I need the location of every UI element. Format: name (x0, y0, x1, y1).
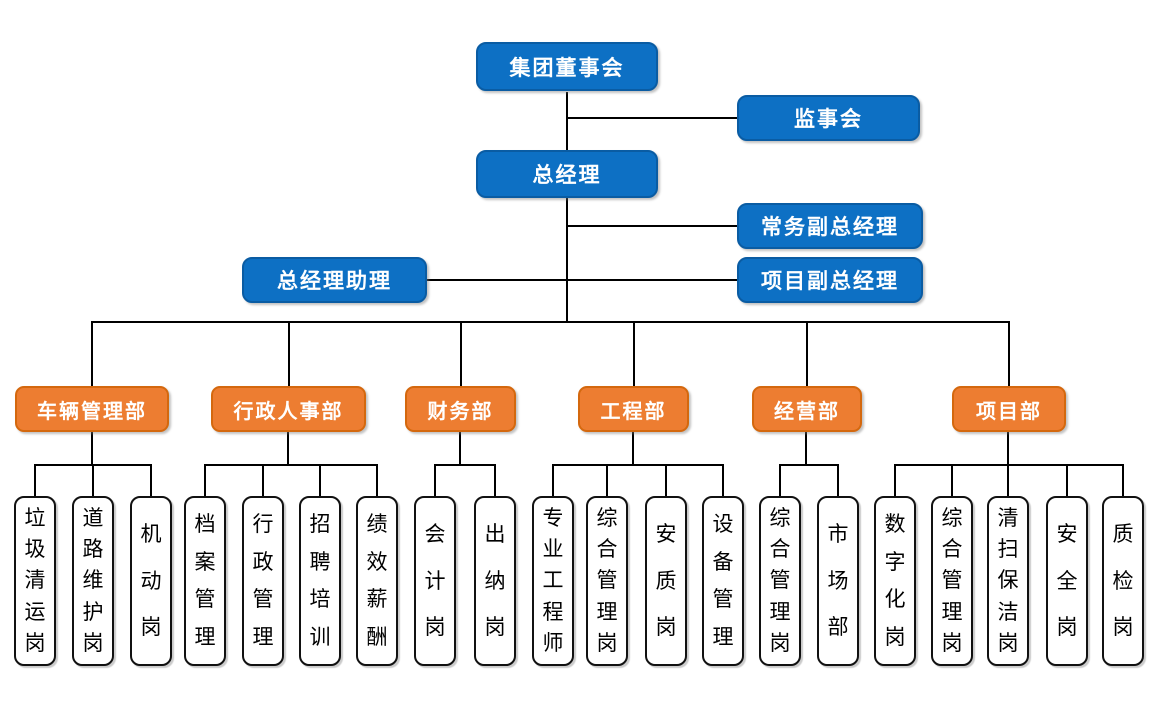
connector-line (204, 464, 378, 466)
node-gm-assistant: 总经理助理 (242, 257, 427, 303)
connector-line (287, 432, 289, 466)
connector-line (552, 464, 724, 466)
connector-line (806, 321, 808, 386)
connector-line (552, 464, 554, 496)
position-box: 招聘培训 (299, 496, 341, 666)
connector-line (837, 464, 839, 496)
position-box: 垃圾清运岗 (14, 496, 56, 666)
connector-line (1007, 432, 1009, 466)
connector-line (633, 321, 635, 386)
connector-line (204, 464, 206, 496)
position-box: 综合管理岗 (759, 496, 801, 666)
position-label: 档案管理 (194, 512, 216, 649)
position-box: 出纳岗 (474, 496, 516, 666)
connector-line (1007, 464, 1009, 496)
position-label: 会计岗 (424, 521, 446, 640)
position-box: 安全岗 (1046, 496, 1088, 666)
connector-line (722, 464, 724, 496)
department-box: 经营部 (752, 386, 862, 432)
position-label: 清扫保洁岗 (997, 506, 1019, 655)
position-label: 招聘培训 (309, 512, 331, 649)
position-label: 行政管理 (252, 512, 274, 649)
node-board-of-directors: 集团董事会 (476, 42, 658, 91)
connector-line (1122, 464, 1124, 496)
connector-line (805, 432, 807, 466)
connector-line (427, 279, 738, 281)
connector-line (288, 321, 290, 386)
position-label: 安全岗 (1056, 521, 1078, 640)
position-box: 道路维护岗 (72, 496, 114, 666)
department-box: 项目部 (952, 386, 1066, 432)
position-label: 出纳岗 (484, 521, 506, 640)
position-label: 市场部 (827, 521, 849, 640)
node-supervisory-board: 监事会 (737, 95, 920, 141)
connector-line (1008, 321, 1010, 386)
connector-line (376, 464, 378, 496)
department-box: 工程部 (578, 386, 689, 432)
position-box: 专业工程师 (532, 496, 574, 666)
position-box: 绩效薪酬 (356, 496, 398, 666)
node-general-manager: 总经理 (476, 150, 658, 198)
position-box: 机动岗 (130, 496, 172, 666)
connector-line (632, 432, 634, 466)
department-box: 财务部 (405, 386, 516, 432)
connector-line (262, 464, 264, 496)
connector-line (1066, 464, 1068, 496)
position-label: 安质岗 (655, 521, 677, 640)
position-label: 综合管理岗 (941, 506, 963, 655)
connector-line (606, 464, 608, 496)
position-label: 专业工程师 (542, 506, 564, 655)
connector-line (567, 117, 738, 119)
position-box: 市场部 (817, 496, 859, 666)
position-label: 设备管理 (712, 512, 734, 649)
connector-line (665, 464, 667, 496)
connector-line (779, 464, 839, 466)
connector-line (150, 464, 152, 496)
position-box: 综合管理岗 (586, 496, 628, 666)
connector-line (894, 464, 896, 496)
position-box: 数字化岗 (874, 496, 916, 666)
position-label: 数字化岗 (884, 512, 906, 649)
connector-line (91, 432, 93, 466)
position-box: 档案管理 (184, 496, 226, 666)
connector-line (434, 464, 496, 466)
position-box: 会计岗 (414, 496, 456, 666)
position-box: 设备管理 (702, 496, 744, 666)
position-box: 安质岗 (645, 496, 687, 666)
department-box: 车辆管理部 (15, 386, 169, 432)
connector-line (779, 464, 781, 496)
connector-line (494, 464, 496, 496)
position-box: 清扫保洁岗 (987, 496, 1029, 666)
connector-line (951, 464, 953, 496)
connector-line (91, 321, 93, 386)
position-label: 垃圾清运岗 (24, 506, 46, 655)
department-box: 行政人事部 (211, 386, 366, 432)
connector-line (567, 225, 738, 227)
connector-line (459, 432, 461, 466)
connector-line (319, 464, 321, 496)
position-label: 质检岗 (1112, 521, 1134, 640)
position-label: 综合管理岗 (769, 506, 791, 655)
position-box: 综合管理岗 (931, 496, 973, 666)
node-executive-deputy-gm: 常务副总经理 (737, 203, 923, 249)
position-box: 质检岗 (1102, 496, 1144, 666)
node-project-deputy-gm: 项目副总经理 (737, 257, 923, 303)
position-label: 道路维护岗 (82, 506, 104, 655)
position-label: 机动岗 (140, 521, 162, 640)
connector-line (92, 464, 94, 496)
position-box: 行政管理 (242, 496, 284, 666)
connector-line (566, 92, 568, 322)
connector-line (460, 321, 462, 386)
connector-line (894, 464, 1124, 466)
position-label: 综合管理岗 (596, 506, 618, 655)
position-label: 绩效薪酬 (366, 512, 388, 649)
connector-line (434, 464, 436, 496)
connector-line (91, 321, 1010, 323)
connector-line (34, 464, 36, 496)
